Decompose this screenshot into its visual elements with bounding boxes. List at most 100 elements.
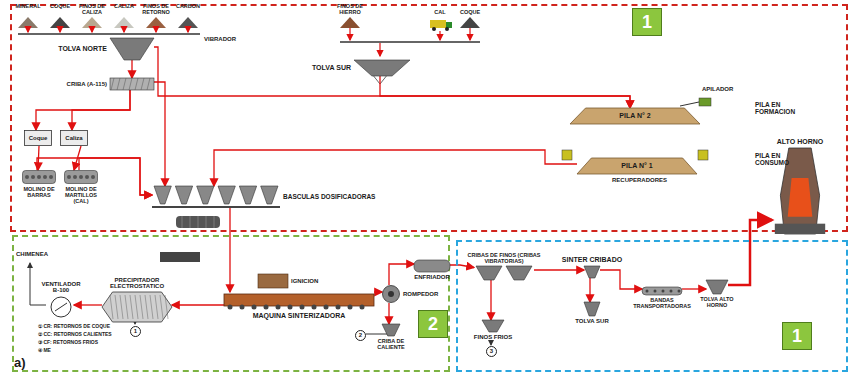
- equipment-name: FINOS FRIOS: [474, 334, 512, 341]
- precipitator-shape: [102, 292, 172, 322]
- process-zone: 1TOLVA NORTE CRIBA (A-115) Coque CalizaMOLI…: [10, 4, 848, 232]
- dosing-scales: BASCULAS DOSIFICADORAS: [152, 186, 280, 208]
- belt: [340, 41, 480, 43]
- cooler: ENFRIADOR: [414, 260, 450, 272]
- equipment-name: SINTER CRIBADO: [562, 256, 622, 264]
- equipment-name: ALTO HORNO: [777, 138, 823, 146]
- hot-screen: CRIBA DE CALIENTE: [382, 324, 400, 336]
- equipment-name: TOLVA NORTE: [58, 45, 107, 53]
- mixing-drums: [160, 216, 220, 262]
- equipment-label: APILADOR: [702, 86, 733, 93]
- material-label: MINERAL: [11, 3, 45, 9]
- zone-number: 1: [632, 8, 662, 36]
- callout-number: 3: [486, 346, 497, 357]
- sinter-machine: MAQUINA SINTERIZADORA: [224, 292, 374, 310]
- flow-arrow: [490, 280, 491, 320]
- zone-number: 1: [782, 322, 812, 350]
- blast-furnace-bin: TOLVA ALTO HORNO: [706, 280, 728, 294]
- bin-shape: [584, 302, 600, 316]
- flow-arrow: [172, 304, 224, 305]
- equipment-name: Caliza: [65, 135, 82, 142]
- fines-bin: FINOS FRIOS: [482, 320, 504, 332]
- equipment-name: ROMPEDOR: [403, 291, 438, 298]
- mill-shape: [22, 170, 56, 184]
- flow-arrow: [600, 270, 642, 289]
- legend-note: ④ ME: [38, 348, 51, 354]
- pile-status: PILA EN CONSUMO: [755, 152, 815, 166]
- equipment-name: PILA N° 1: [621, 162, 652, 170]
- equipment-name: TOLVA ALTO HORNO: [695, 296, 739, 308]
- sinter-bin-shape: [584, 266, 600, 278]
- sinter-bin: SINTER CRIBADO: [584, 266, 600, 278]
- equipment-name: ENFRIADOR: [414, 274, 450, 281]
- equipment-name: Coque: [29, 135, 48, 142]
- material-label: COQUE: [43, 3, 77, 9]
- equipment-name: VENTILADOR B-100: [39, 281, 83, 294]
- callout-number: 2: [355, 330, 366, 341]
- equipment-name: MOLINO DE MARTILLOS (CAL): [61, 186, 101, 204]
- fan: VENTILADOR B-100: [48, 296, 74, 318]
- material-label: FINOS DE RETORNO: [139, 3, 173, 15]
- process-zone: 2 MAQUINA SINTERIZADORA IGNICION ROMPEDOR PR…: [12, 235, 450, 372]
- hopper-shape: [354, 60, 410, 76]
- bin: TOLVA SUR: [584, 302, 600, 316]
- pile-status: PILA EN FORMACION: [755, 101, 815, 115]
- ignition-hood-shape: [258, 274, 288, 288]
- flow-arrow: [374, 291, 382, 292]
- screens: CRIBAS DE FINOS (CRIBAS VIBRATORIAS): [474, 266, 534, 280]
- flow-arrow: [72, 90, 130, 130]
- flow-arrow: [380, 76, 630, 108]
- flow-arrow: [389, 264, 414, 285]
- equipment-name: TOLVA SUR: [575, 318, 608, 325]
- fan-shape: [48, 296, 74, 318]
- flow-arrow: [154, 82, 165, 186]
- zone-number: 2: [418, 310, 448, 338]
- flow-arrow: [589, 278, 590, 302]
- outlet-label: CHIMENEA: [16, 251, 48, 258]
- flow-arrow: [450, 265, 474, 268]
- ignition-hood: IGNICION: [258, 274, 288, 288]
- equipment-name: PILA N° 2: [619, 112, 650, 120]
- conveyor: BANDAS TRANSPORTADORAS: [642, 287, 682, 295]
- mill: MOLINO DE BARRAS: [22, 170, 56, 184]
- bin: Caliza: [60, 130, 88, 146]
- sinter-machine-shape: [224, 292, 374, 310]
- material-label: CAL: [428, 9, 452, 15]
- stacker-reclaimers: [562, 98, 711, 160]
- equipment-name: MOLINO DE BARRAS: [19, 186, 59, 198]
- equipment-name: BANDAS TRANSPORTADORAS: [632, 297, 692, 309]
- figure-letter: a): [14, 356, 26, 370]
- equipment-name: PRECIPITADOR ELECTROSTATICO: [101, 277, 173, 290]
- material-label: CALIZA: [107, 3, 141, 9]
- equipment-name: CRIBA (A-115): [67, 81, 107, 88]
- screen-shape: [110, 78, 154, 90]
- flow-arrow: [229, 208, 230, 292]
- raw-material-piles: [18, 17, 480, 31]
- material-label: COQUE: [456, 9, 484, 15]
- equipment-name: CRIBA DE CALIENTE: [369, 338, 413, 350]
- hopper: TOLVA NORTE: [110, 38, 154, 60]
- equipment-name: MAQUINA SINTERIZADORA: [253, 312, 346, 320]
- mill-shape: [64, 170, 98, 184]
- breaker: ROMPEDOR: [382, 285, 400, 303]
- equipment-name: CRIBAS DE FINOS (CRIBAS VIBRATORIAS): [462, 252, 546, 264]
- breaker-shape: [382, 285, 400, 303]
- hopper: TOLVA SUR: [354, 60, 410, 76]
- equipment-label: VIBRADOR: [204, 36, 236, 43]
- gas-and-return-lines: [30, 263, 491, 345]
- belt: [18, 33, 200, 35]
- legend-note: ① CR: RETORNOS DE COQUE: [38, 324, 110, 330]
- material-label: FINOS DE CALIZA: [75, 3, 109, 15]
- legend-note: ③ CF: RETORNOS FRIOS: [38, 340, 98, 346]
- stockpile: PILA N° 2: [570, 108, 700, 124]
- hot-screen-shape: [382, 324, 400, 336]
- process-zone: 1 CRIBAS DE FINOS (CRIBAS VIBRATORIAS) FIN…: [456, 240, 848, 372]
- screens-shape: [474, 266, 534, 280]
- flow-arrow: [74, 304, 102, 305]
- conveyor-shape: [642, 287, 682, 295]
- flow-arrow: [388, 303, 389, 324]
- equipment-name: TOLVA SUR: [312, 64, 351, 72]
- flow-arrow: [36, 90, 130, 130]
- stockpile: PILA N° 1: [577, 158, 697, 174]
- fines-bin-shape: [482, 320, 504, 332]
